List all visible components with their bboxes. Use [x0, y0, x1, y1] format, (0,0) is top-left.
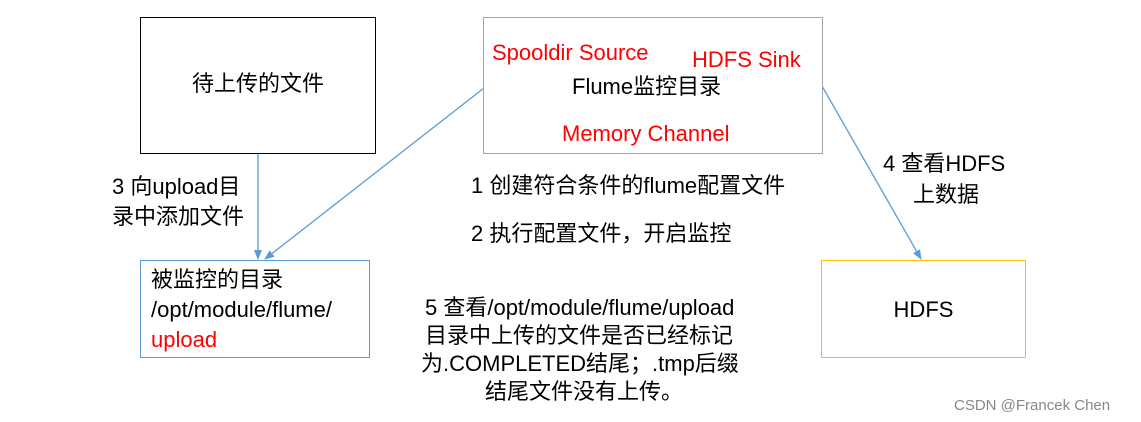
monitored-dir-line1: 被监控的目录: [151, 267, 284, 292]
hdfs-sink-label: HDFS Sink: [692, 47, 801, 72]
step3-line2: 录中添加文件: [112, 204, 245, 229]
step5-line3: 为.COMPLETED结尾；.tmp后缀: [421, 351, 739, 376]
monitored-dir-box: 被监控的目录 /opt/module/flume/ upload: [140, 260, 370, 358]
watermark: CSDN @Francek Chen: [954, 397, 1111, 414]
arrow-flume-to-monitored: [264, 87, 485, 260]
step5-line4: 结尾文件没有上传。: [485, 379, 684, 404]
hdfs-box-label: HDFS: [893, 297, 954, 322]
step3-line1: 3 向upload目: [112, 174, 241, 199]
spooldir-source-label: Spooldir Source: [492, 40, 649, 65]
step1-text: 1 创建符合条件的flume配置文件: [471, 173, 786, 198]
step2-text: 2 执行配置文件，开启监控: [471, 221, 732, 246]
hdfs-box: HDFS: [821, 260, 1026, 358]
memory-channel-label: Memory Channel: [562, 121, 730, 146]
flume-box: Spooldir Source HDFS Sink Flume监控目录 Memo…: [483, 17, 823, 154]
step5-line2: 目录中上传的文件是否已经标记: [425, 323, 734, 348]
monitored-dir-line2: /opt/module/flume/: [151, 297, 332, 322]
files-box-label: 待上传的文件: [191, 71, 324, 96]
step4-line2: 上数据: [913, 182, 980, 207]
step4-line1: 4 查看HDFS: [883, 151, 1006, 176]
monitored-dir-line3: upload: [151, 327, 218, 352]
files-box: 待上传的文件: [140, 17, 376, 154]
arrow-flume-to-hdfs: [821, 85, 922, 260]
flume-box-title: Flume监控目录: [572, 74, 722, 99]
step5-line1: 5 查看/opt/module/flume/upload: [425, 295, 735, 320]
